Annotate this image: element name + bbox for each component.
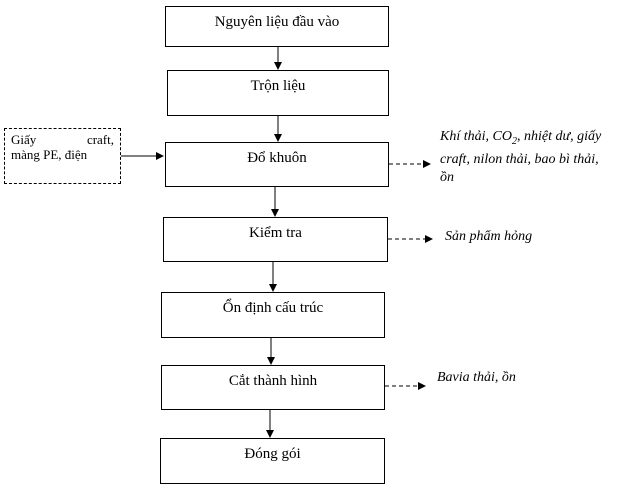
step-nguyen-lieu: Nguyên liệu đầu vào [165,6,389,47]
step-label: Nguyên liệu đầu vào [214,14,340,30]
step-do-khuon: Đổ khuôn [165,142,389,187]
output-line: Khí thải, CO2, nhiệt dư, giấy [440,128,624,151]
step-tron-lieu: Trộn liệu [167,70,389,116]
step-on-dinh-cau-truc: Ổn định cấu trúc [161,292,385,338]
output-text: Bavia thải, ồn [437,370,516,385]
input-line-2: màng PE, điện [11,147,88,162]
step-label: Cắt thành hình [228,373,318,389]
output-line: craft, nilon thải, bao bì thải, [440,151,599,167]
step-label: Đóng gói [244,446,301,462]
output-line: ồn [440,169,454,185]
output-do-khuon: Khí thải, CO2, nhiệt dư, giấy craft, nil… [440,128,624,187]
input-line-1: Giấy craft, [11,132,114,147]
input-word: Giấy [11,132,37,147]
output-cat-thanh-hinh: Bavia thải, ồn [437,369,516,387]
output-text: Khí thải, CO [440,129,512,144]
output-kiem-tra: Sản phẩm hỏng [445,228,532,246]
output-text: Sản phẩm hỏng [445,229,533,244]
output-text: , nhiệt dư, giấy [516,129,602,144]
step-cat-thanh-hinh: Cắt thành hình [161,365,385,410]
step-label: Đổ khuôn [247,150,307,166]
step-label: Trộn liệu [250,78,306,94]
step-dong-goi: Đóng gói [160,438,385,484]
input-word: craft, [86,132,114,147]
input-box: Giấy craft, màng PE, điện [4,128,121,184]
output-subscript: 2 [511,135,517,147]
step-kiem-tra: Kiểm tra [163,217,388,262]
step-label: Ổn định cấu trúc [222,300,324,316]
step-label: Kiểm tra [249,225,302,241]
